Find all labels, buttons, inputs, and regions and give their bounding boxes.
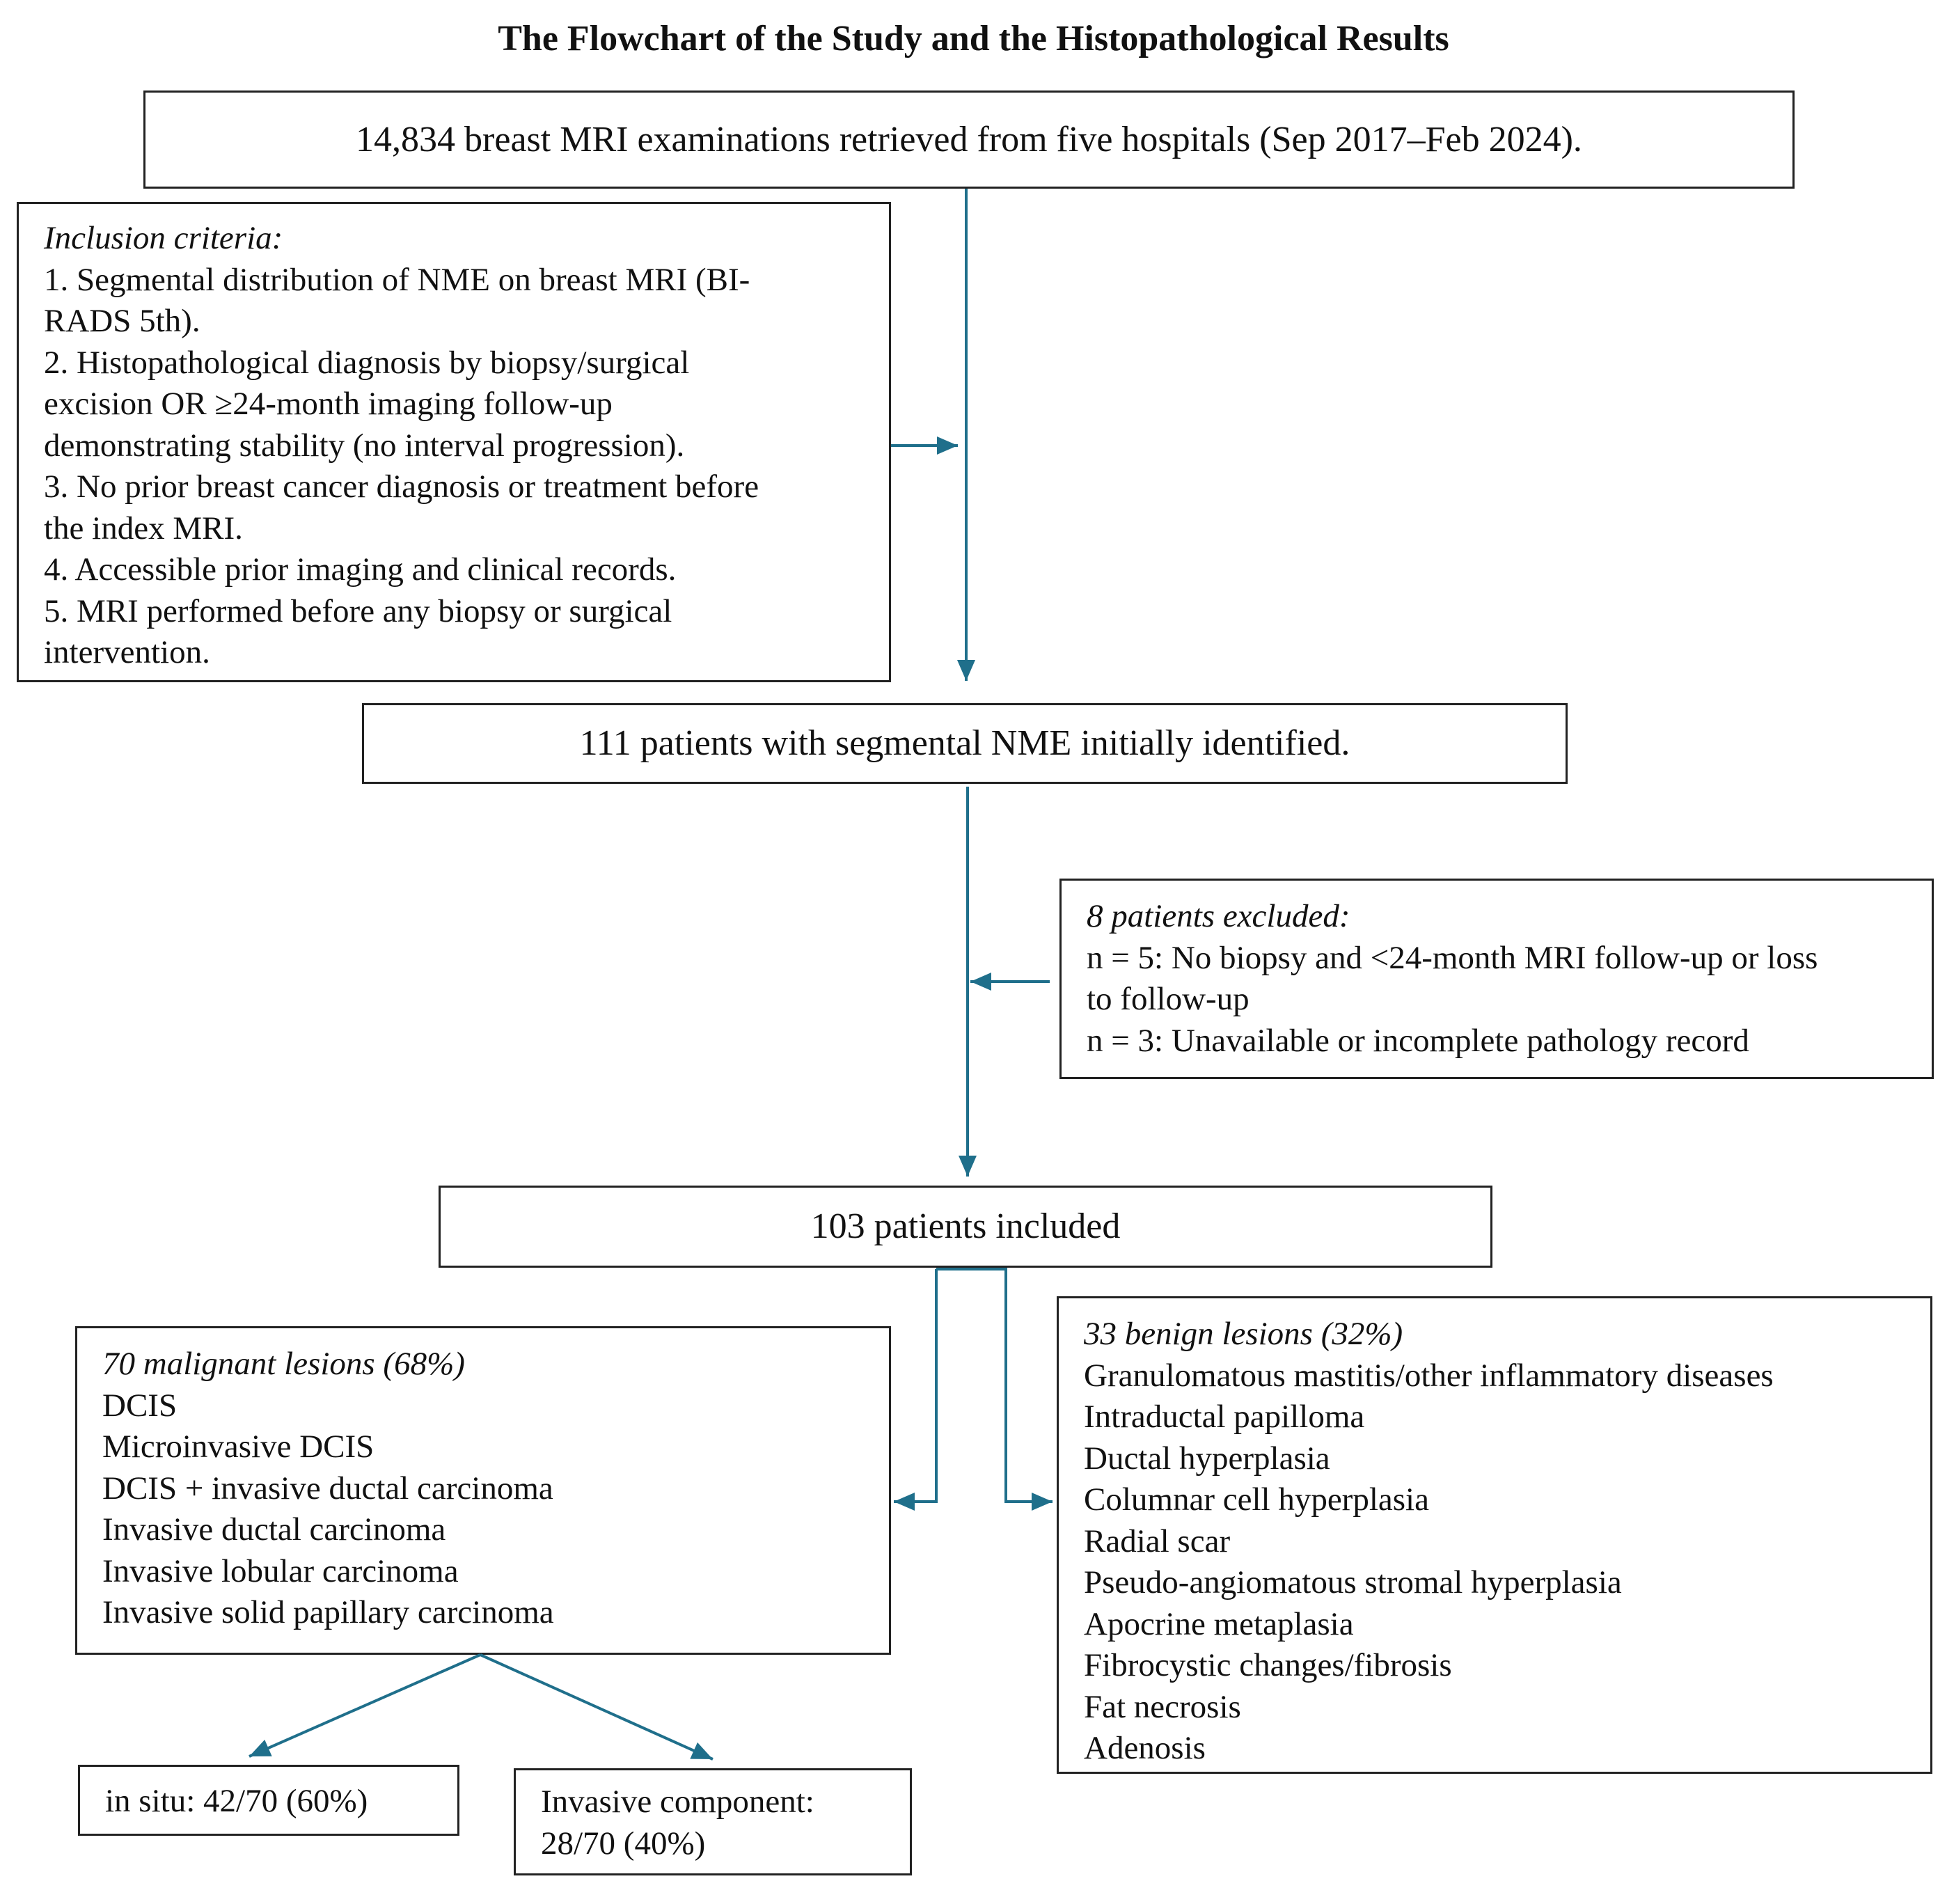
- benign-item: Fat necrosis: [1084, 1688, 1241, 1725]
- arrow-malignant-to-insitu-head: [249, 1740, 272, 1756]
- inclusion-line: 3. No prior breast cancer diagnosis or t…: [44, 469, 759, 505]
- benign-box: 33 benign lesions (32%) Granulomatous ma…: [1057, 1296, 1932, 1774]
- inclusion-line: 4. Accessible prior imaging and clinical…: [44, 551, 677, 588]
- malignant-item: Invasive solid papillary carcinoma: [102, 1594, 554, 1630]
- insitu-box: in situ: 42/70 (60%): [78, 1765, 459, 1836]
- inclusion-line: intervention.: [44, 634, 210, 670]
- benign-heading: 33 benign lesions (32%): [1084, 1316, 1403, 1352]
- benign-item: Adenosis: [1084, 1730, 1206, 1766]
- malignant-list: DCIS Microinvasive DCIS DCIS + invasive …: [102, 1385, 879, 1634]
- arrow-malignant-to-invasive-head: [690, 1742, 713, 1759]
- inclusion-line: 2. Histopathological diagnosis by biopsy…: [44, 344, 690, 381]
- included-text: 103 patients included: [810, 1206, 1121, 1246]
- invasive-line-1: Invasive component:: [541, 1784, 814, 1820]
- benign-item: Radial scar: [1084, 1523, 1231, 1559]
- arrow-included-to-benign-line: [936, 1268, 1053, 1503]
- benign-item: Apocrine metaplasia: [1084, 1605, 1354, 1642]
- benign-item: Fibrocystic changes/fibrosis: [1084, 1647, 1452, 1683]
- benign-list: Granulomatous mastitis/other inflammator…: [1084, 1355, 1921, 1770]
- malignant-item: Invasive ductal carcinoma: [102, 1511, 446, 1548]
- benign-item: Granulomatous mastitis/other inflammator…: [1084, 1357, 1774, 1394]
- arrow-included-to-malignant-head: [894, 1493, 915, 1511]
- source-text: 14,834 breast MRI examinations retrieved…: [356, 119, 1582, 159]
- arrow-malignant-to-insitu-line: [249, 1653, 481, 1758]
- inclusion-line: demonstrating stability (no interval pro…: [44, 427, 685, 464]
- inclusion-line: excision OR ≥24-month imaging follow-up: [44, 386, 613, 422]
- excluded-heading: 8 patients excluded:: [1087, 898, 1350, 934]
- excluded-list: n = 5: No biopsy and <24-month MRI follo…: [1087, 938, 1922, 1062]
- malignant-item: DCIS + invasive ductal carcinoma: [102, 1470, 553, 1506]
- inclusion-criteria-box: Inclusion criteria: 1. Segmental distrib…: [17, 202, 891, 682]
- benign-item: Columnar cell hyperplasia: [1084, 1481, 1429, 1518]
- malignant-heading: 70 malignant lesions (68%): [102, 1346, 465, 1382]
- insitu-text: in situ: 42/70 (60%): [105, 1783, 368, 1819]
- invasive-line-2: 28/70 (40%): [541, 1825, 706, 1862]
- arrow-identified-to-included-head: [959, 1156, 977, 1177]
- inclusion-line: the index MRI.: [44, 510, 243, 546]
- malignant-item: Microinvasive DCIS: [102, 1429, 375, 1465]
- included-box: 103 patients included: [439, 1186, 1492, 1268]
- chart-title: The Flowchart of the Study and the Histo…: [498, 19, 1449, 58]
- benign-item: Intraductal papilloma: [1084, 1399, 1365, 1435]
- inclusion-line: 1. Segmental distribution of NME on brea…: [44, 261, 750, 298]
- excluded-line: to follow-up: [1087, 981, 1250, 1017]
- inclusion-heading: Inclusion criteria:: [44, 220, 283, 256]
- inclusion-line: 5. MRI performed before any biopsy or su…: [44, 592, 672, 629]
- malignant-box: 70 malignant lesions (68%) DCIS Microinv…: [75, 1326, 891, 1655]
- malignant-item: Invasive lobular carcinoma: [102, 1552, 459, 1589]
- source-box: 14,834 breast MRI examinations retrieved…: [143, 91, 1795, 189]
- excluded-line: n = 3: Unavailable or incomplete patholo…: [1087, 1022, 1749, 1059]
- invasive-box: Invasive component: 28/70 (40%): [514, 1768, 912, 1875]
- identified-box: 111 patients with segmental NME initiall…: [362, 703, 1568, 784]
- arrow-inclusion-to-main-head: [937, 436, 958, 455]
- arrow-excluded-to-main-head: [970, 973, 991, 991]
- inclusion-list: 1. Segmental distribution of NME on brea…: [44, 260, 879, 674]
- excluded-line: n = 5: No biopsy and <24-month MRI follo…: [1087, 939, 1818, 976]
- benign-item: Pseudo-angiomatous stromal hyperplasia: [1084, 1564, 1622, 1600]
- arrow-source-to-identified-head: [957, 660, 975, 681]
- arrow-included-to-benign-head: [1032, 1493, 1053, 1511]
- malignant-item: DCIS: [102, 1387, 178, 1424]
- excluded-box: 8 patients excluded: n = 5: No biopsy an…: [1059, 879, 1934, 1079]
- inclusion-line: RADS 5th).: [44, 303, 200, 339]
- identified-text: 111 patients with segmental NME initiall…: [579, 723, 1350, 763]
- arrow-included-to-malignant-line: [894, 1269, 938, 1503]
- benign-item: Ductal hyperplasia: [1084, 1440, 1330, 1477]
- arrow-malignant-to-invasive-line: [480, 1653, 714, 1761]
